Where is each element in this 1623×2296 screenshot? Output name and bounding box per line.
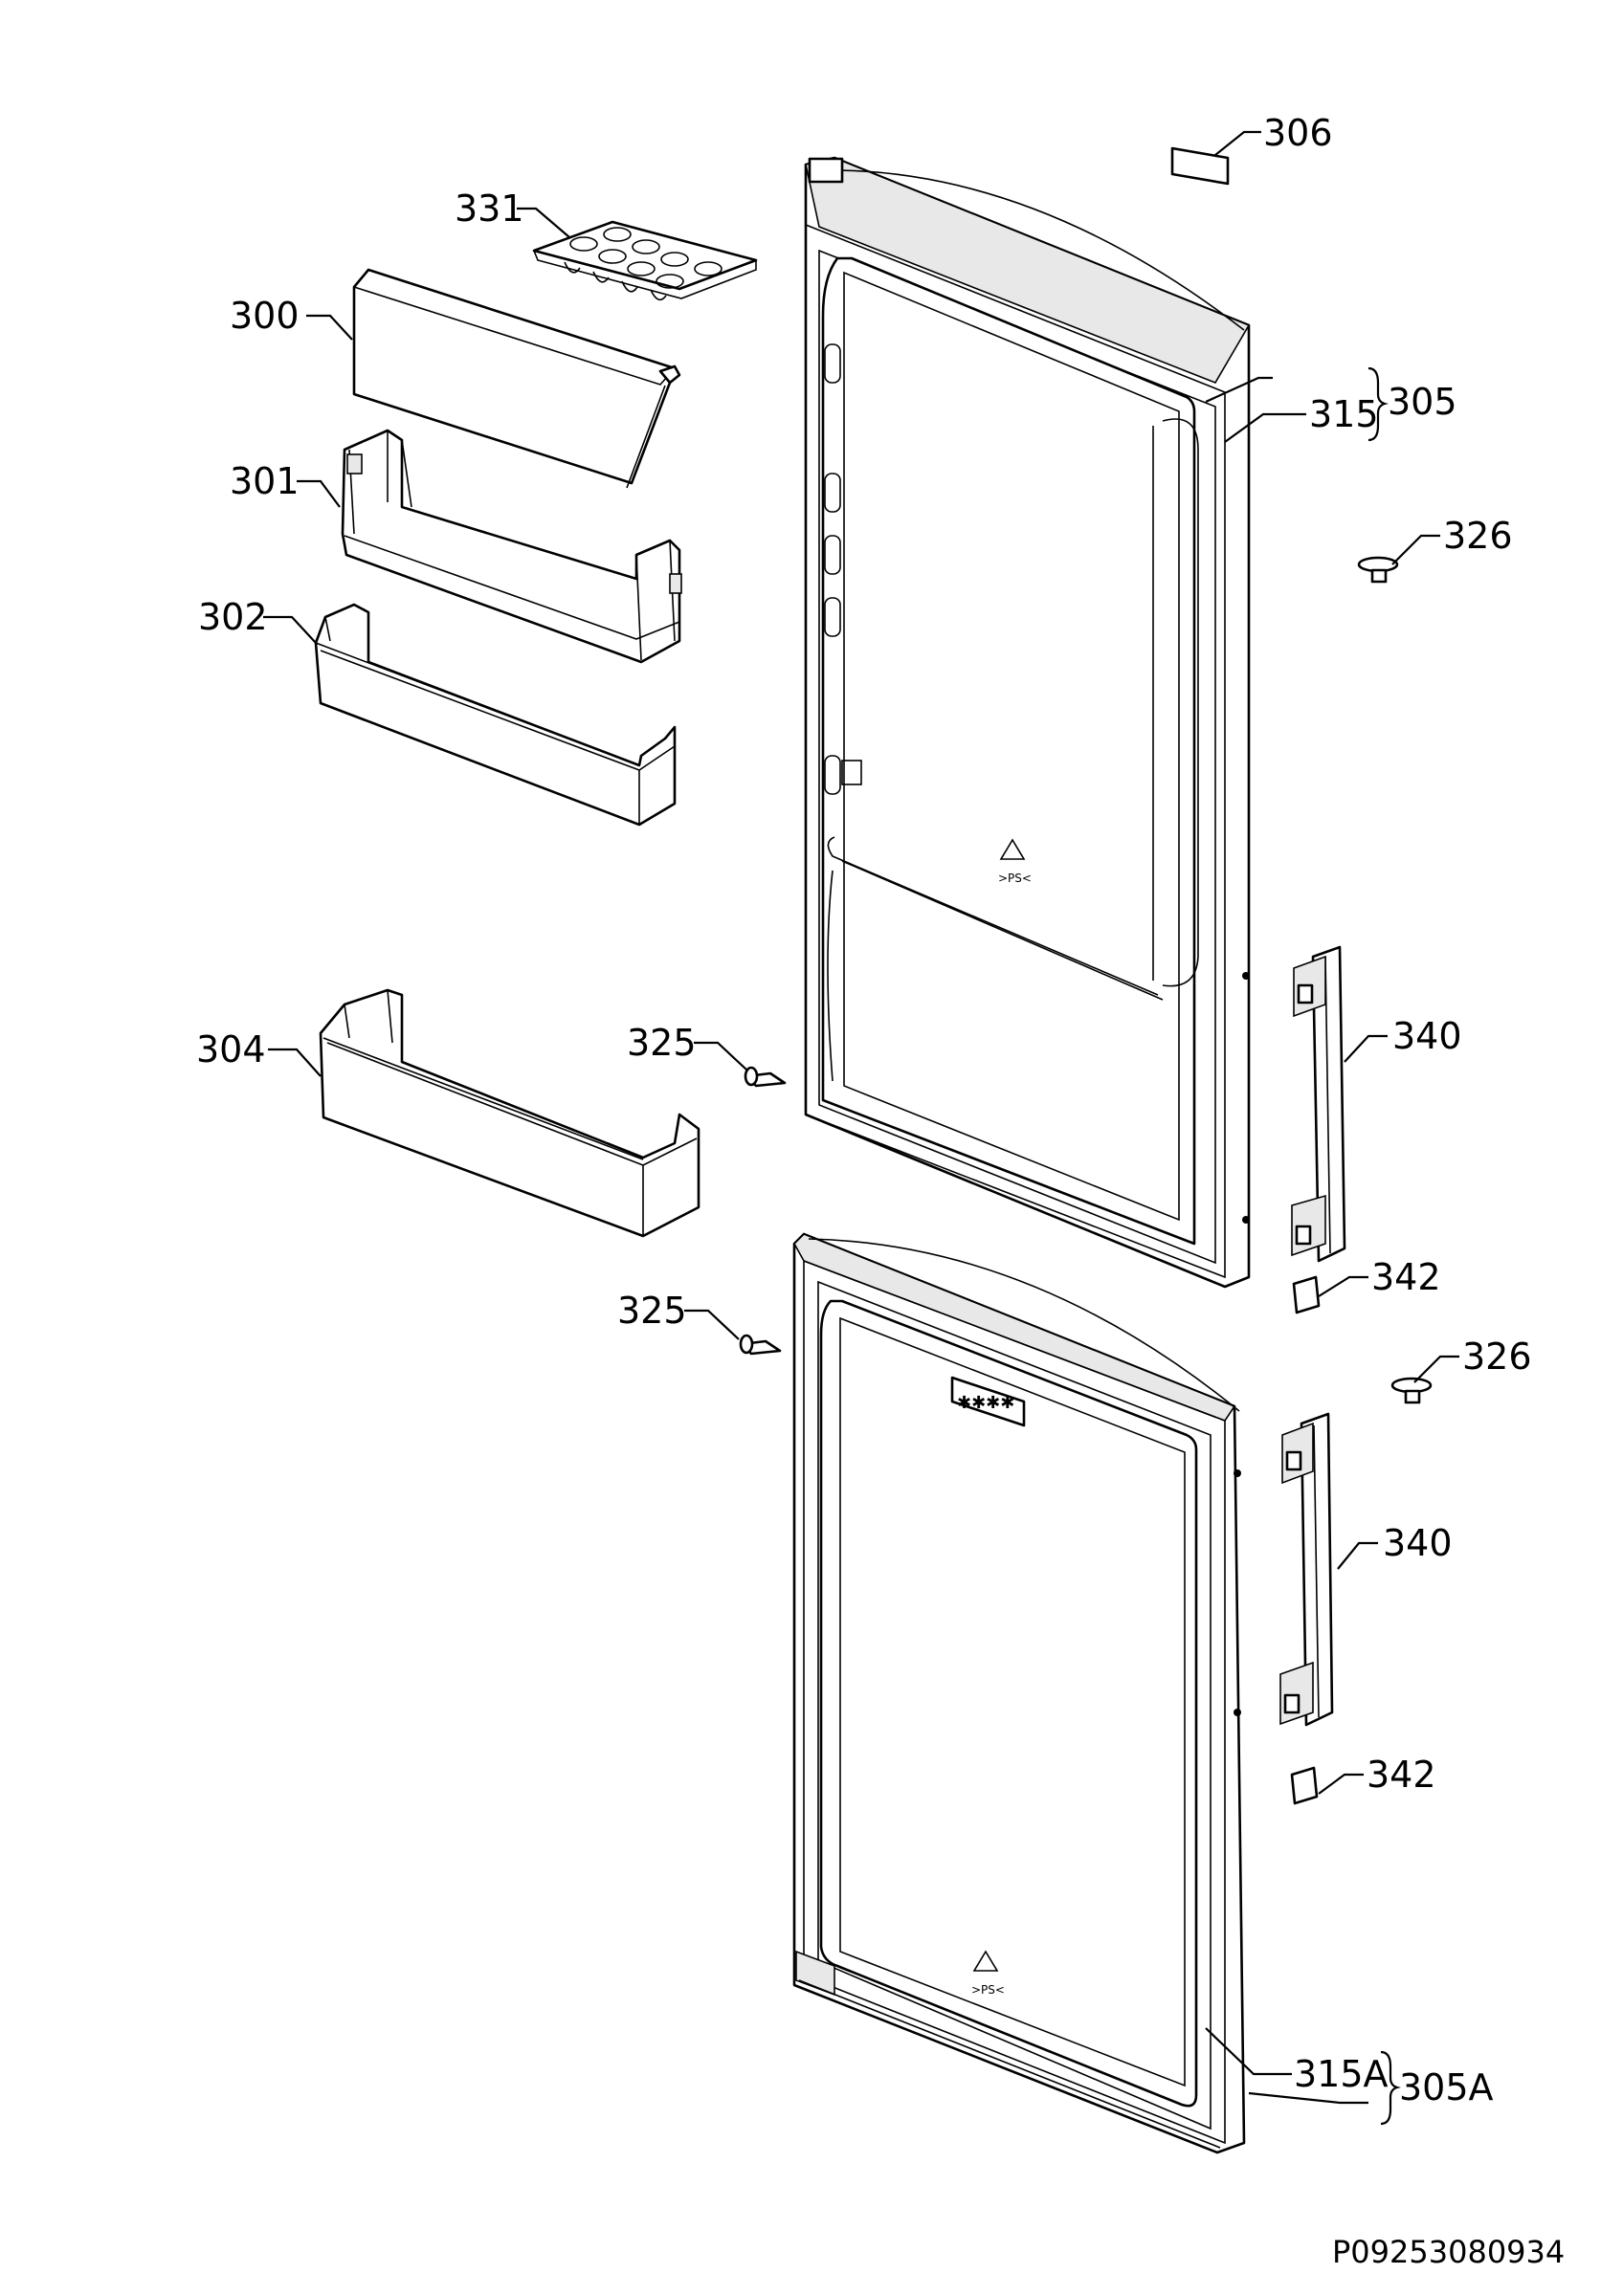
part-326-plug-upper [1357,556,1399,584]
part-304-door-rack [319,988,700,1238]
part-306-badge [1170,146,1230,186]
upper-door-assembly: >PS< [804,156,1251,1289]
recycle-symbol-icon: >PS< [998,838,1032,885]
callout-326-lower: 326 [1462,1336,1532,1378]
callout-304: 304 [196,1028,266,1071]
part-301-door-rack [341,429,682,664]
callout-315A: 315A [1294,2053,1389,2095]
callout-302: 302 [198,596,268,638]
leader-lines [263,130,1459,2126]
part-340-handle-lower [1279,1412,1334,1727]
callout-306: 306 [1263,112,1333,154]
svg-text:>PS<: >PS< [971,1983,1005,1997]
callout-342-upper: 342 [1371,1256,1441,1298]
callout-326-upper: 326 [1443,515,1513,557]
part-331-egg-tray [532,220,758,301]
star-rating-plate: ✱✱✱✱ [950,1376,1026,1427]
callout-340-upper: 340 [1392,1015,1462,1057]
callout-340-lower: 340 [1383,1522,1453,1564]
part-325-cap-upper [744,1066,787,1088]
svg-text:>PS<: >PS< [998,872,1032,885]
callout-342-lower: 342 [1367,1754,1436,1796]
svg-text:✱✱✱✱: ✱✱✱✱ [957,1393,1014,1413]
callout-305: 305 [1388,381,1457,423]
part-340-handle-upper [1291,945,1346,1263]
drawing-code: P09253080934 [1332,2234,1565,2270]
part-342-pad-lower [1290,1766,1319,1805]
callout-325-upper: 325 [627,1022,697,1064]
part-302-door-rack [314,603,677,827]
callout-331: 331 [455,188,524,230]
recycle-symbol-icon: >PS< [971,1950,1005,1997]
part-325-cap-lower [739,1334,782,1356]
callout-301: 301 [230,460,300,502]
callout-325-lower: 325 [617,1290,687,1332]
callout-305A: 305A [1399,2066,1494,2108]
part-300-flap-cover [352,268,681,489]
callout-300: 300 [230,295,300,337]
part-342-pad-upper [1292,1275,1321,1314]
callout-labels: 306 331 300 301 302 315 305 326 304 325 … [196,112,1532,2108]
callout-315: 315 [1309,393,1379,435]
lower-door-assembly: ✱✱✱✱ >PS< [792,1232,1246,2154]
part-326-plug-lower [1390,1377,1433,1404]
